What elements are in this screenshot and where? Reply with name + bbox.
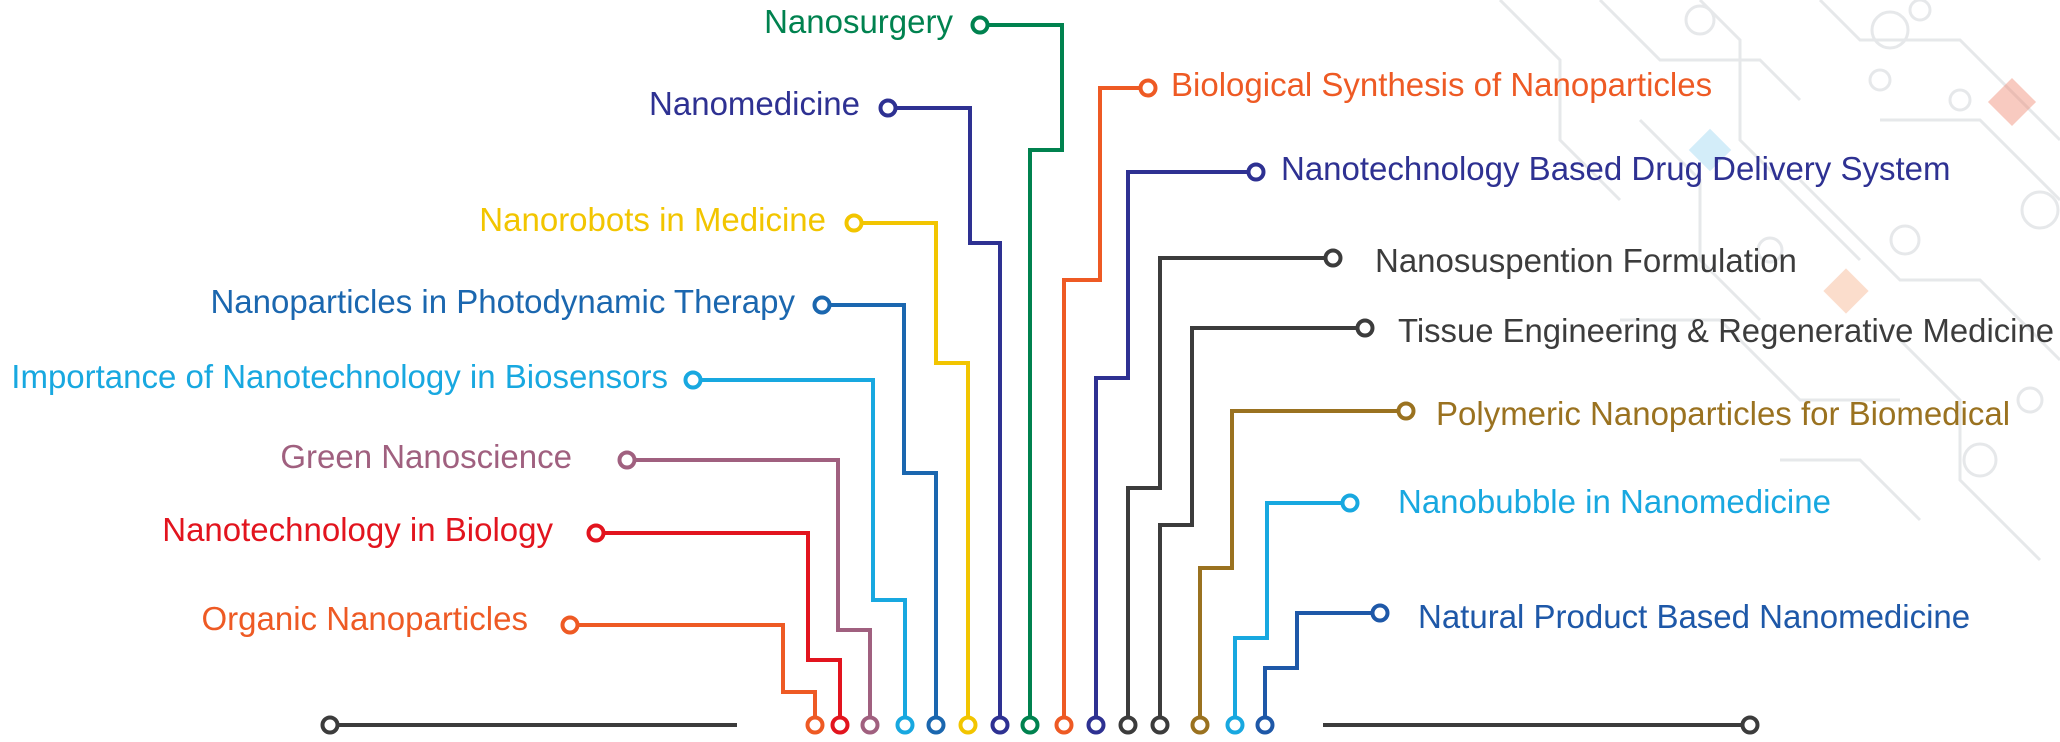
topic-biosensors: Importance of Nanotechnology in Biosenso…: [11, 358, 915, 735]
topic-label[interactable]: Nanomedicine: [649, 85, 860, 122]
topic-label[interactable]: Green Nanoscience: [280, 438, 572, 475]
trace-line: [635, 458, 872, 717]
trace-end-node: [1396, 401, 1416, 421]
topic-drug-delivery: Nanotechnology Based Drug Delivery Syste…: [1086, 150, 1951, 735]
topic-label[interactable]: Polymeric Nanoparticles for Biomedical: [1436, 395, 2010, 432]
topic-green: Green Nanoscience: [280, 438, 880, 735]
trace-base-node: [926, 715, 946, 735]
trace-line: [701, 378, 907, 717]
trace-end-node: [683, 370, 703, 390]
trace-base-node: [1086, 715, 1106, 735]
trace-end-node: [844, 213, 864, 233]
trace-base-node: [1255, 715, 1275, 735]
topic-label[interactable]: Organic Nanoparticles: [202, 600, 529, 637]
trace-base-node: [895, 715, 915, 735]
baseline-right-node: [1740, 715, 1760, 735]
topic-label[interactable]: Nanosurgery: [764, 3, 953, 40]
topic-polymeric: Polymeric Nanoparticles for Biomedical: [1190, 395, 2010, 735]
trace-base-node: [990, 715, 1010, 735]
trace-end-node: [1323, 248, 1343, 268]
topic-tissue: Tissue Engineering & Regenerative Medici…: [1150, 312, 2054, 735]
trace-base-node: [830, 715, 850, 735]
trace-line: [1158, 326, 1357, 717]
trace-end-node: [617, 450, 637, 470]
trace-line: [604, 531, 842, 717]
topic-label[interactable]: Nanoparticles in Photodynamic Therapy: [210, 283, 795, 320]
trace-end-node: [1355, 318, 1375, 338]
trace-line: [988, 23, 1064, 717]
topic-nanorobots: Nanorobots in Medicine: [479, 201, 978, 735]
trace-end-node: [970, 15, 990, 35]
trace-line: [830, 303, 938, 717]
trace-line: [862, 221, 970, 717]
topic-nanosuspension: Nanosuspention Formulation: [1118, 242, 1797, 735]
trace-base-node: [958, 715, 978, 735]
trace-base-node: [1150, 715, 1170, 735]
trace-line: [1198, 409, 1398, 717]
circuit-background-decoration: [1498, 0, 2060, 562]
trace-base-node: [860, 715, 880, 735]
trace-base-node: [805, 715, 825, 735]
trace-end-node: [1138, 78, 1158, 98]
topic-organic: Organic Nanoparticles: [202, 600, 825, 735]
trace-line: [1094, 170, 1248, 717]
topic-label[interactable]: Nanotechnology Based Drug Delivery Syste…: [1281, 150, 1951, 187]
topic-label[interactable]: Natural Product Based Nanomedicine: [1418, 598, 1970, 635]
topic-biology: Nanotechnology in Biology: [162, 511, 850, 735]
topic-label[interactable]: Nanobubble in Nanomedicine: [1398, 483, 1831, 520]
trace-base-node: [1020, 715, 1040, 735]
topic-label[interactable]: Nanorobots in Medicine: [479, 201, 826, 238]
trace-line: [578, 623, 817, 717]
topic-label[interactable]: Nanotechnology in Biology: [162, 511, 553, 548]
trace-end-node: [812, 295, 832, 315]
baseline-left-node: [320, 715, 340, 735]
topic-nanobubble: Nanobubble in Nanomedicine: [1225, 483, 1831, 735]
trace-line: [896, 106, 1002, 717]
trace-line: [1263, 611, 1372, 717]
trace-end-node: [586, 523, 606, 543]
trace-base-node: [1054, 715, 1074, 735]
baseline: [320, 715, 1760, 735]
trace-end-node: [878, 98, 898, 118]
trace-base-node: [1225, 715, 1245, 735]
topic-nanosurgery: Nanosurgery: [764, 3, 1064, 735]
trace-base-node: [1190, 715, 1210, 735]
trace-end-node: [560, 615, 580, 635]
trace-base-node: [1118, 715, 1138, 735]
topic-photodynamic: Nanoparticles in Photodynamic Therapy: [210, 283, 946, 735]
trace-line: [1233, 501, 1342, 717]
trace-end-node: [1246, 162, 1266, 182]
topic-nanomedicine: Nanomedicine: [649, 85, 1010, 735]
topic-natural-product: Natural Product Based Nanomedicine: [1255, 598, 1970, 735]
trace-line: [1126, 256, 1325, 717]
topic-label[interactable]: Importance of Nanotechnology in Biosenso…: [11, 358, 668, 395]
trace-end-node: [1370, 603, 1390, 623]
topic-biosynthesis: Biological Synthesis of Nanoparticles: [1054, 66, 1712, 735]
topic-label[interactable]: Nanosuspention Formulation: [1375, 242, 1797, 279]
trace-line: [1062, 86, 1140, 717]
topic-label[interactable]: Tissue Engineering & Regenerative Medici…: [1398, 312, 2054, 349]
topic-label[interactable]: Biological Synthesis of Nanoparticles: [1171, 66, 1712, 103]
trace-end-node: [1340, 493, 1360, 513]
